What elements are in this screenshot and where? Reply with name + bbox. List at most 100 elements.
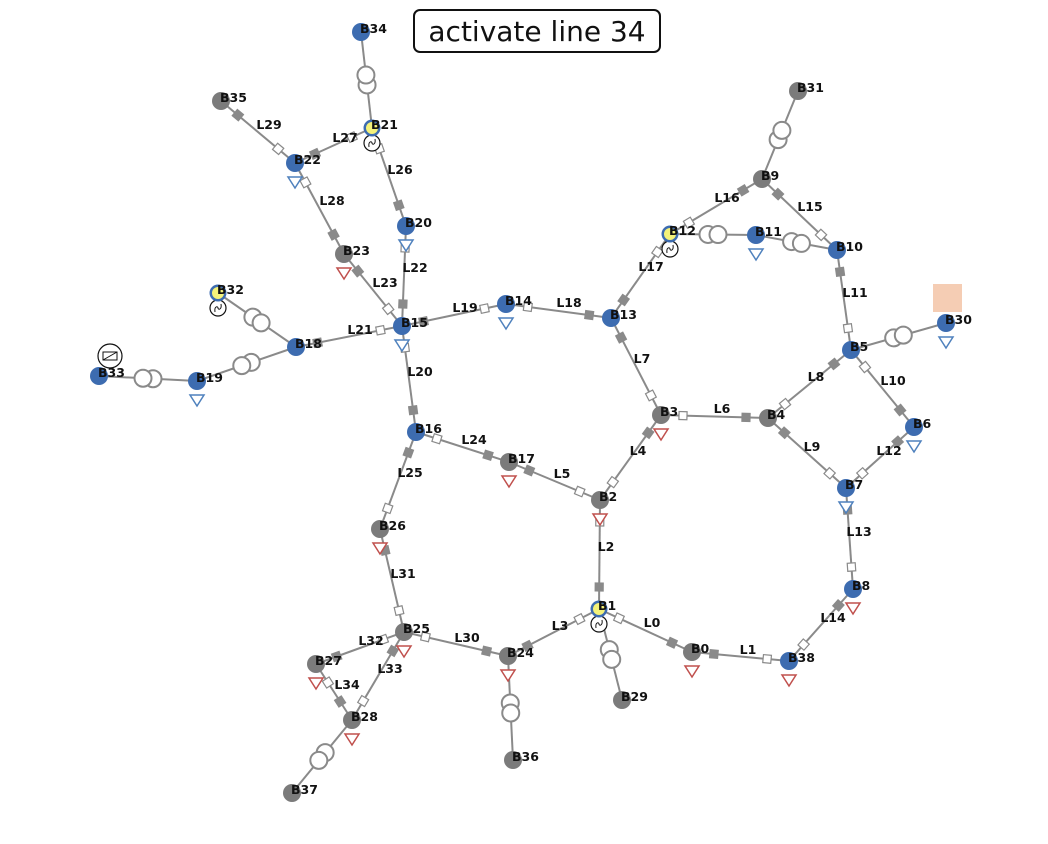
line-end-marker — [381, 302, 395, 316]
line-L32 — [315, 631, 405, 665]
line-label: L30 — [454, 630, 480, 645]
bus-B14 — [497, 295, 515, 313]
line-end-marker — [682, 216, 696, 230]
load-icon — [307, 677, 325, 691]
line-end-marker — [431, 432, 443, 445]
load-icon — [500, 475, 518, 489]
line-label: L26 — [387, 162, 413, 177]
bus-B16 — [407, 423, 425, 441]
bus-label: B13 — [610, 307, 637, 322]
transformer-icon — [309, 750, 329, 770]
bus-B18 — [287, 338, 305, 356]
generator-wave-icon — [368, 138, 376, 148]
bus-label: B0 — [691, 641, 710, 656]
bus-B7 — [837, 479, 855, 497]
line-L17 — [610, 233, 671, 319]
load-icon — [497, 317, 515, 331]
transformer-icon — [791, 233, 811, 253]
bus-label: B16 — [415, 421, 442, 436]
attachment-layer — [97, 134, 962, 747]
bus-B35 — [212, 92, 230, 110]
line-label: L20 — [407, 364, 433, 379]
transformer-icon — [133, 368, 153, 388]
bus-label: B26 — [379, 518, 406, 533]
line-label: L11 — [842, 285, 867, 300]
load-icon — [683, 665, 701, 679]
bus-label: B7 — [845, 477, 863, 492]
load-icon — [335, 267, 353, 281]
line-L11 — [836, 249, 852, 351]
load-icon — [343, 733, 361, 747]
bus-label: B24 — [507, 645, 534, 660]
transformer-icon — [893, 325, 913, 345]
bus-B25 — [395, 623, 413, 641]
line-L7 — [610, 317, 662, 416]
line-label: L18 — [556, 295, 581, 310]
bus-B33 — [90, 367, 108, 385]
line-L29 — [220, 100, 296, 164]
load-icon — [393, 339, 411, 353]
line-end-marker — [606, 475, 620, 489]
line-label: L15 — [797, 199, 822, 214]
line-label: L19 — [452, 300, 477, 315]
bus-gen-core — [212, 287, 224, 299]
load-icon — [844, 602, 862, 616]
line-end-marker — [479, 303, 490, 315]
battery-icon — [102, 351, 118, 361]
line-end-marker — [398, 299, 408, 309]
line-end-marker — [678, 410, 688, 421]
line-end-marker — [665, 636, 679, 649]
bus-B28 — [343, 711, 361, 729]
line-end-marker — [855, 466, 869, 480]
line-end-marker — [375, 324, 386, 336]
line-end-marker — [644, 389, 658, 402]
line-L3 — [507, 608, 600, 657]
line-end-marker — [846, 562, 857, 572]
load-icon — [747, 248, 765, 262]
load-icon — [188, 394, 206, 408]
bus-label: B15 — [401, 315, 428, 330]
line-end-marker — [584, 309, 595, 321]
line-end-marker — [573, 485, 586, 498]
load-icon — [937, 336, 955, 350]
line-label: L14 — [820, 610, 846, 625]
line-L10 — [850, 349, 915, 428]
bus-label: B37 — [291, 782, 318, 797]
bus-B2 — [591, 491, 609, 509]
bus-B27 — [307, 655, 325, 673]
line-L0 — [598, 608, 693, 653]
line-end-marker — [381, 502, 394, 515]
bus-B36 — [504, 751, 522, 769]
bus-label: B21 — [371, 117, 398, 132]
bus-label: B19 — [196, 370, 223, 385]
line-end-marker — [617, 293, 631, 307]
line-end-marker — [823, 466, 837, 480]
line-end-marker — [356, 694, 370, 708]
bus-gen-core — [593, 603, 605, 615]
bus-B13 — [602, 309, 620, 327]
line-label: L24 — [461, 432, 487, 447]
line-end-marker — [522, 301, 533, 313]
line-label: L10 — [880, 373, 906, 388]
bus-B24 — [499, 647, 517, 665]
line-end-marker — [327, 228, 340, 241]
load-icon — [837, 501, 855, 515]
line-L33 — [351, 631, 405, 721]
line-L25 — [379, 431, 417, 530]
line-end-marker — [831, 598, 845, 612]
load-icon — [905, 440, 923, 454]
bus-label: B30 — [945, 312, 972, 327]
line-end-marker — [827, 357, 841, 371]
line-label: L34 — [334, 677, 360, 692]
bus-label: B5 — [850, 339, 868, 354]
line-end-marker — [891, 435, 905, 449]
line-end-marker — [641, 426, 655, 440]
line-label: L32 — [358, 633, 383, 648]
line-end-marker — [386, 644, 400, 658]
bus-B5 — [842, 341, 860, 359]
diagram-title: activate line 34 — [413, 9, 661, 53]
bus-gen-core — [366, 122, 378, 134]
line-label: L1 — [740, 642, 757, 657]
line-L27 — [294, 127, 373, 164]
load-icon — [286, 176, 304, 190]
